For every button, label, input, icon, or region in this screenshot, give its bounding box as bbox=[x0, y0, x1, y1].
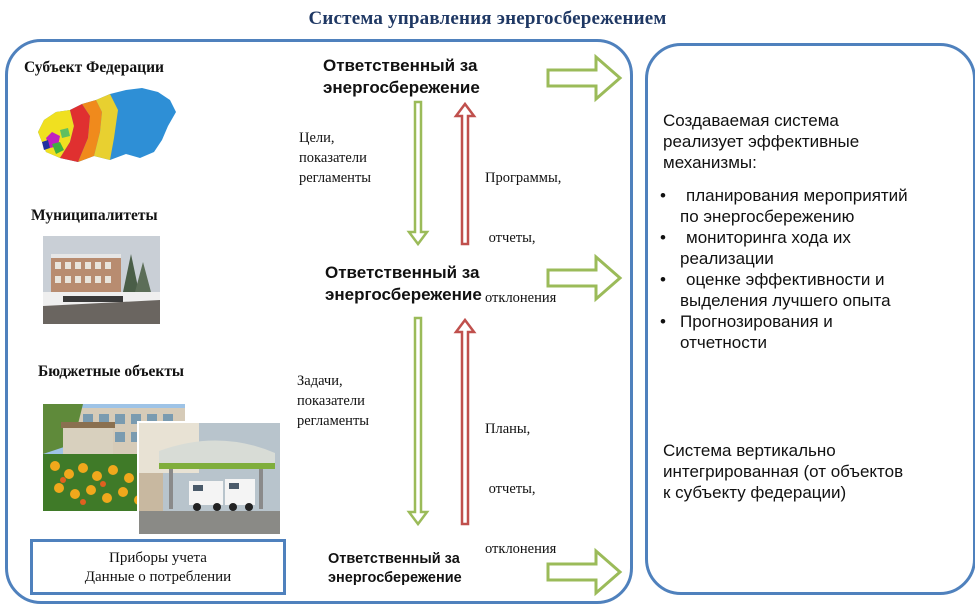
bullet-line: планирования мероприятий bbox=[686, 186, 908, 205]
bullet-line: выделения лучшего опыта bbox=[680, 291, 891, 310]
right-arrow-3 bbox=[546, 547, 623, 597]
down-flow-2-label: Задачи, показатели регламенты bbox=[297, 371, 369, 431]
up-flow-1-label: Программы, отчеты, отклонения bbox=[485, 128, 561, 328]
list-item: мониторинга хода их реализации bbox=[660, 227, 965, 269]
level-budget: Бюджетные объекты bbox=[38, 363, 185, 380]
flow-line: отклонения bbox=[485, 290, 557, 306]
right-arrow-1 bbox=[546, 53, 623, 103]
responsible-budget: Ответственный за энергосбережение bbox=[328, 550, 493, 588]
responsible-label: Ответственный за энергосбережение bbox=[325, 263, 482, 304]
bullet-line: оценке эффективности и bbox=[686, 270, 885, 289]
mechanisms-list: планирования мероприятий по энергосбереж… bbox=[660, 185, 965, 353]
meter-line-1: Приборы учета bbox=[109, 550, 207, 566]
russia-map-image bbox=[30, 82, 180, 168]
down-arrow-2 bbox=[406, 316, 430, 527]
down-flow-1-label: Цели, показатели регламенты bbox=[299, 128, 371, 188]
flow-line: показатели bbox=[299, 150, 367, 166]
flow-line: Задачи, bbox=[297, 373, 343, 389]
meter-data-box: Приборы учета Данные о потреблении bbox=[30, 539, 286, 595]
right-conclusion: Система вертикально интегрированная (от … bbox=[663, 440, 903, 503]
hospital-photo bbox=[137, 421, 282, 536]
municipal-building-photo bbox=[43, 236, 160, 324]
up-arrow-2 bbox=[453, 317, 477, 526]
bullet-line: реализации bbox=[680, 249, 774, 268]
responsible-federation: Ответственный за энергосбережение bbox=[323, 55, 523, 99]
bullet-line: Прогнозирования и bbox=[680, 312, 833, 331]
intro-line: Создаваемая система bbox=[663, 111, 839, 130]
flow-line: отчеты, bbox=[485, 230, 536, 246]
intro-line: реализует эффективные bbox=[663, 132, 860, 151]
level-municipal: Муниципалитеты bbox=[31, 207, 158, 224]
responsible-label: Ответственный за энергосбережение bbox=[328, 551, 462, 586]
up-arrow-1 bbox=[453, 101, 477, 246]
conclusion-line: Система вертикально bbox=[663, 441, 836, 460]
flow-line: Планы, bbox=[485, 421, 531, 437]
diagram-title: Система управления энергосбережением bbox=[308, 8, 667, 29]
flow-line: регламенты bbox=[299, 170, 372, 186]
school-photo bbox=[43, 404, 185, 511]
flow-line: отчеты, bbox=[485, 481, 536, 497]
bullet-line: по энергосбережению bbox=[680, 207, 855, 226]
list-item: планирования мероприятий по энергосбереж… bbox=[660, 185, 965, 227]
meter-line-2: Данные о потреблении bbox=[84, 569, 232, 585]
right-arrow-2 bbox=[546, 253, 623, 303]
flow-line: Цели, bbox=[299, 130, 335, 146]
up-flow-2-label: Планы, отчеты, отклонения bbox=[485, 379, 556, 579]
responsible-label: Ответственный за энергосбережение bbox=[323, 56, 480, 97]
flow-line: регламенты bbox=[297, 413, 370, 429]
list-item: Прогнозирования и отчетности bbox=[660, 311, 965, 353]
conclusion-line: к субъекту федерации) bbox=[663, 483, 847, 502]
conclusion-line: интегрированная (от объектов bbox=[663, 462, 904, 481]
list-item: оценке эффективности и выделения лучшего… bbox=[660, 269, 965, 311]
down-arrow-1 bbox=[406, 100, 430, 247]
intro-line: механизмы: bbox=[663, 153, 757, 172]
responsible-municipal: Ответственный за энергосбережение bbox=[325, 262, 525, 306]
bullet-line: мониторинга хода их bbox=[686, 228, 851, 247]
flow-line: показатели bbox=[297, 393, 365, 409]
bullet-line: отчетности bbox=[680, 333, 768, 352]
right-intro: Создаваемая система реализует эффективны… bbox=[663, 110, 859, 173]
level-federation: Субъект Федерации bbox=[24, 59, 164, 76]
flow-line: Программы, bbox=[485, 170, 562, 186]
flow-line: отклонения bbox=[485, 541, 557, 557]
